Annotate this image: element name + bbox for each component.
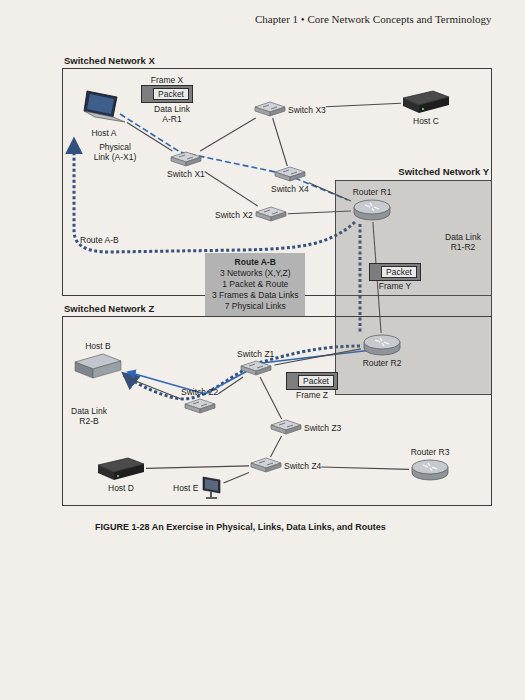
device-label: Host E <box>173 483 199 493</box>
data-link-path <box>120 114 348 200</box>
switch-icon <box>273 166 307 183</box>
physical-link <box>205 172 258 206</box>
route-summary-text: 3 Frames & Data Links <box>212 290 298 301</box>
device-label: Switch X2 <box>215 210 253 220</box>
router-icon <box>409 458 451 482</box>
physical-link <box>200 118 256 151</box>
packet-label: Packet <box>303 376 329 386</box>
router-device: Router R2 <box>361 333 403 368</box>
network-name: Switched Network Z <box>64 303 154 314</box>
device-label: Switch Z3 <box>304 423 341 433</box>
physical-link <box>123 376 181 399</box>
device-label: Switch Z4 <box>284 461 321 471</box>
switch-icon <box>183 398 217 415</box>
hostlight-device: Host B <box>73 341 123 380</box>
switch-icon <box>253 101 287 118</box>
packet-box: Packet <box>298 375 334 387</box>
router-device: Router R3 <box>409 447 451 482</box>
packet-label: Packet <box>158 89 184 99</box>
route-summary-text: 1 Packet & Route <box>212 279 298 290</box>
hostdark-icon <box>96 456 146 482</box>
switch-device: Switch X3 <box>253 101 326 118</box>
running-header: Chapter 1 • Core Network Concepts and Te… <box>255 14 492 24</box>
device-label: Router R2 <box>363 358 402 368</box>
route-path <box>74 140 355 252</box>
link-annotation: Data Link A-R1 <box>150 104 194 124</box>
monitor-icon <box>200 475 224 501</box>
frame-box: Frame Y Packet <box>369 263 421 291</box>
link-annotation: Physical Link (A-X1) <box>92 142 138 162</box>
device-label: Host C <box>413 116 439 126</box>
device-label: Router R1 <box>353 187 392 197</box>
device-label: Host B <box>85 341 111 351</box>
link-annotation: Route A-B <box>80 235 119 245</box>
physical-link <box>127 122 172 151</box>
route-summary-text: Route A-B <box>212 257 298 268</box>
hostlight-icon <box>73 352 123 380</box>
router-device: Router R1 <box>351 187 393 222</box>
device-label: Switch X4 <box>271 184 309 194</box>
frame-box: Frame Z Packet <box>286 372 338 400</box>
network-name: Switched Network X <box>64 55 155 66</box>
device-label: Switch X1 <box>167 169 205 179</box>
laptop-device: Host A <box>81 89 127 138</box>
switch-icon <box>239 360 273 377</box>
link-annotation: Data Link R1-R2 <box>438 232 488 252</box>
network-name: Switched Network Y <box>398 166 489 177</box>
switch-device: Switch Z2 <box>181 387 218 415</box>
switch-device: Switch Z1 <box>237 349 274 377</box>
packet-box: Packet <box>381 266 417 278</box>
switch-device: Switch Z4 <box>249 457 321 474</box>
router-icon <box>351 198 393 222</box>
switch-icon <box>249 457 283 474</box>
physical-link <box>224 473 249 484</box>
physical-link <box>146 466 249 468</box>
switch-device: Switch Z3 <box>269 419 341 436</box>
network-region: Switched Network YRouter R1Frame YPacket… <box>335 180 492 395</box>
figure-caption: FIGURE 1-28 An Exercise in Physical, Lin… <box>95 522 386 532</box>
packet-box: Packet <box>153 88 189 100</box>
device-label: Switch X3 <box>288 105 326 115</box>
hostdark-icon <box>401 89 451 115</box>
frame-bar: Packet <box>286 372 338 390</box>
physical-link <box>218 377 243 394</box>
physical-link <box>326 103 401 107</box>
device-label: Switch Z2 <box>181 387 218 397</box>
hostdark-device: Host D <box>96 456 146 493</box>
device-label: Host D <box>108 483 134 493</box>
packet-label: Packet <box>386 267 412 277</box>
switch-device: Switch X2 <box>215 206 288 223</box>
frame-bar: Packet <box>141 85 193 103</box>
route-summary-text: 7 Physical Links <box>212 301 298 312</box>
hostdark-device: Host C <box>401 89 451 126</box>
switch-icon <box>254 206 288 223</box>
device-label: Switch Z1 <box>237 349 274 359</box>
switch-icon <box>169 151 203 168</box>
router-icon <box>361 333 403 357</box>
switch-device: Switch X1 <box>167 151 205 179</box>
physical-link <box>260 377 282 419</box>
physical-link <box>273 118 288 166</box>
switch-icon <box>269 419 303 436</box>
device-label: Host A <box>91 128 116 138</box>
network-region: Switched Network ZHost BSwitch Z1Frame Z… <box>62 316 492 506</box>
link-annotation: Data Link R2-B <box>66 406 112 426</box>
physical-link <box>270 436 281 457</box>
laptop-icon <box>81 89 127 127</box>
physical-link <box>321 467 409 469</box>
frame-box: Frame X Packet <box>141 75 193 103</box>
switch-device: Switch X4 <box>271 166 309 194</box>
frame-label: Frame Z <box>296 390 328 400</box>
route-summary-text: 3 Networks (X,Y,Z) <box>212 268 298 279</box>
device-label: Router R3 <box>411 447 450 457</box>
route-summary-box: Route A-B3 Networks (X,Y,Z)1 Packet & Ro… <box>205 253 305 316</box>
frame-label: Frame X <box>151 75 184 85</box>
monitor-device: Host E <box>173 475 224 501</box>
frame-bar: Packet <box>369 263 421 281</box>
frame-label: Frame Y <box>379 281 411 291</box>
